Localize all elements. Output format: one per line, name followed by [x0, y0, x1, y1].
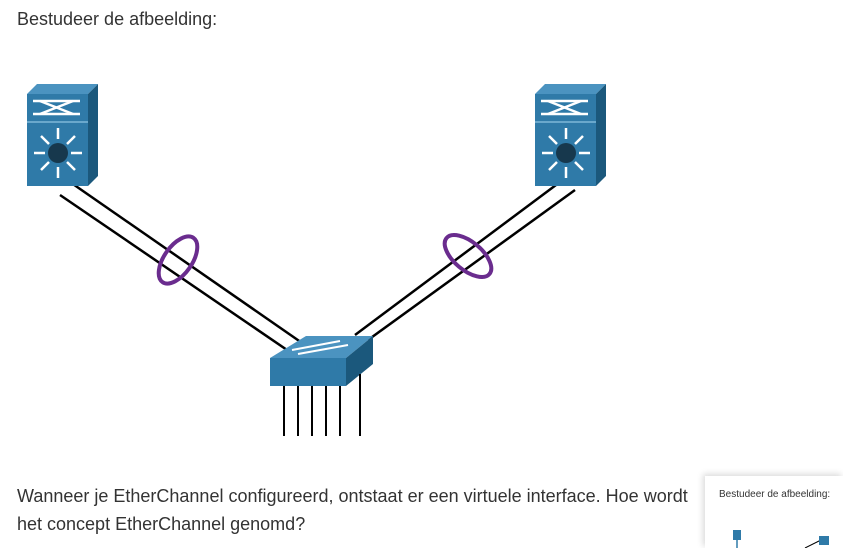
router-star-icon [542, 128, 590, 178]
access-switch [270, 336, 373, 436]
router-star-icon [34, 128, 82, 178]
multilayer-switch-right [535, 84, 606, 186]
switch-arrows-icon [291, 340, 349, 355]
intro-text: Bestudeer de afbeelding: [17, 9, 218, 29]
question-text: Wanneer je EtherChannel configureerd, on… [17, 486, 688, 534]
thumbnail-device-icon [733, 530, 741, 540]
switch-arrows-icon [541, 99, 588, 116]
switch-arrows-icon [33, 99, 80, 116]
network-diagram [27, 84, 606, 436]
diagram-thumbnail[interactable]: Bestudeer de afbeelding: [705, 476, 843, 548]
access-ports [283, 374, 361, 436]
link-lines [59, 180, 576, 354]
thumbnail-device-icon [819, 536, 829, 545]
thumbnail-diagram [733, 530, 829, 548]
etherchannel-ring-right [442, 233, 494, 279]
multilayer-switch-left [27, 84, 98, 186]
thumbnail-title: Bestudeer de afbeelding: [719, 489, 831, 500]
etherchannel-ring-left [156, 234, 200, 286]
